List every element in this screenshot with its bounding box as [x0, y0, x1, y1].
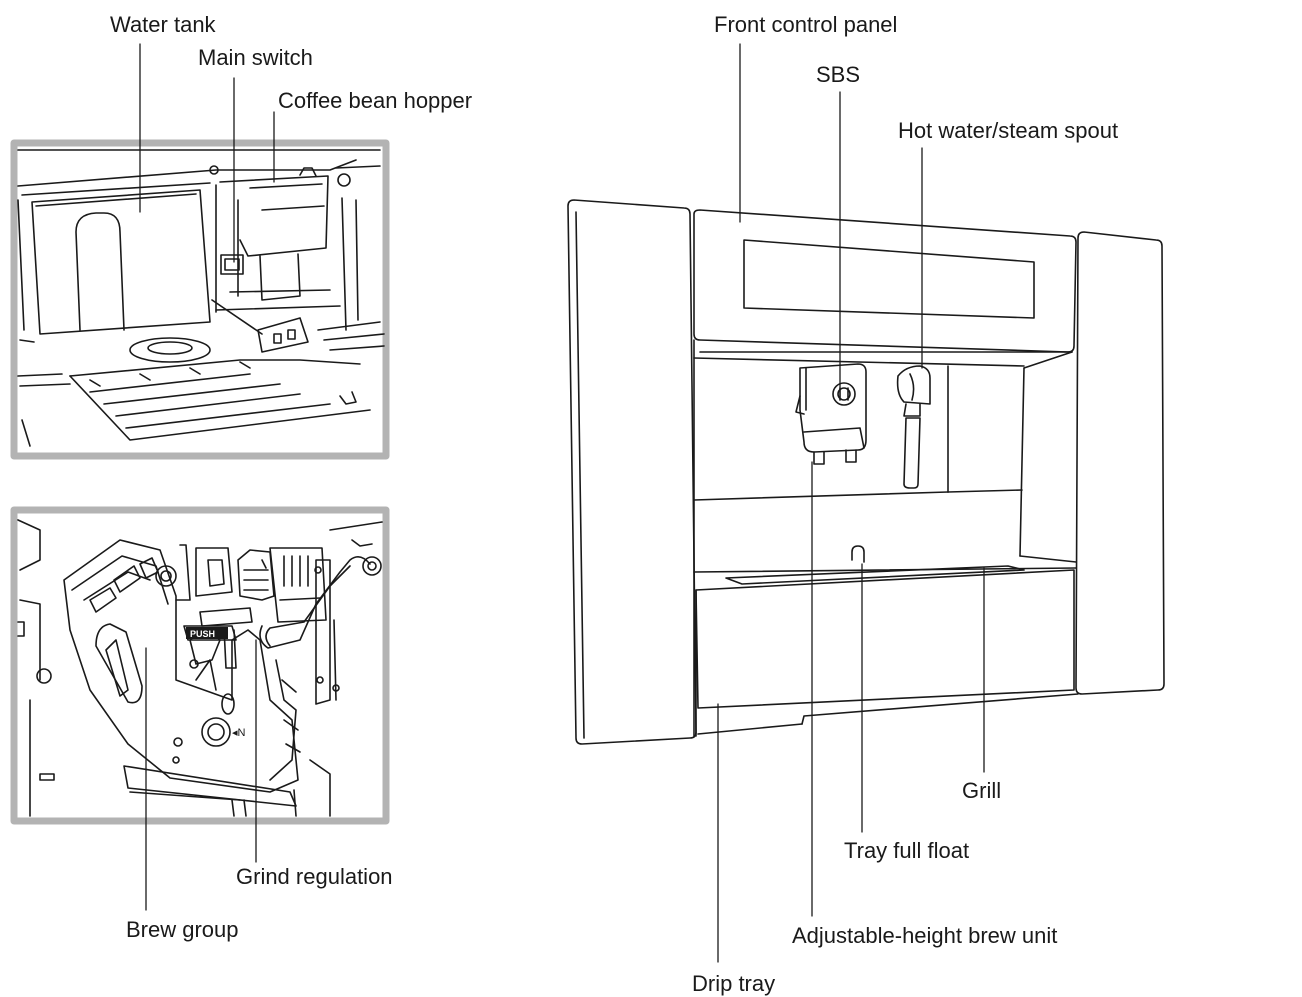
label-water-tank: Water tank [110, 12, 216, 37]
inset-water-tank-frame [10, 139, 390, 460]
n-marking: ◂N [232, 727, 246, 739]
label-adjustable-height-brew-unit: Adjustable-height brew unit [792, 923, 1058, 948]
label-coffee-bean-hopper: Coffee bean hopper [278, 88, 473, 113]
label-tray-full-float: Tray full float [844, 838, 970, 863]
label-sbs: SBS [816, 62, 861, 87]
push-marking: PUSH [190, 629, 215, 639]
label-main-switch: Main switch [198, 45, 313, 70]
label-hot-water-steam-spout: Hot water/steam spout [898, 118, 1119, 143]
coffee-machine-illustration [567, 199, 1165, 745]
inset-brew-group-frame [10, 506, 390, 825]
label-drip-tray: Drip tray [692, 971, 776, 996]
label-front-control-panel: Front control panel [714, 12, 898, 37]
brew-group-illustration [17, 519, 383, 817]
markings: PUSH ◂N [186, 627, 246, 739]
label-brew-group: Brew group [126, 917, 239, 942]
label-grill: Grill [962, 778, 1002, 803]
water-tank-illustration [17, 149, 385, 447]
label-grind-regulation: Grind regulation [236, 864, 393, 889]
leader-lines [139, 43, 985, 963]
